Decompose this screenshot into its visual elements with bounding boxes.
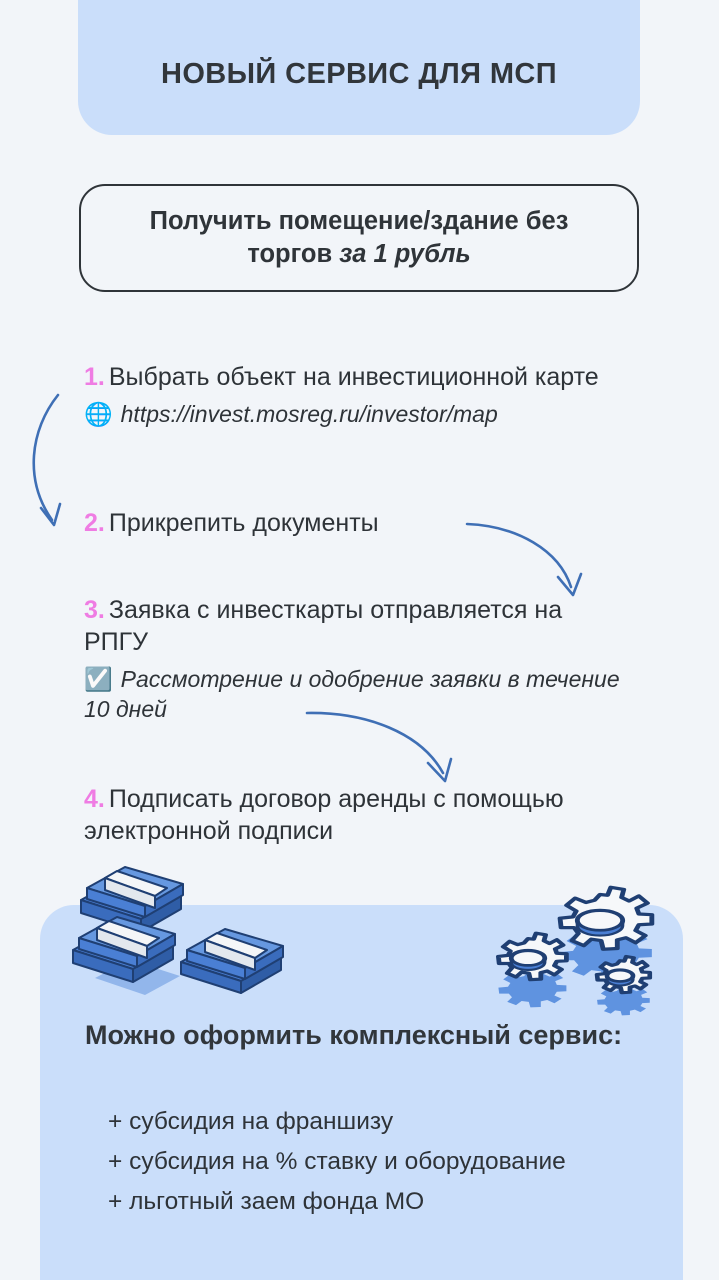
step-item-3: 3.Заявка с инвесткарты отправляется на Р…: [84, 594, 629, 725]
step-4-text: Подписать договор аренды с помощью элект…: [84, 785, 564, 845]
list-item: + субсидия на % ставку и оборудование: [108, 1147, 566, 1175]
gears-illustration: [483, 853, 703, 1016]
step-2-number: 2.: [84, 509, 105, 537]
step-4-number: 4.: [84, 785, 105, 813]
step-4-line: 4.Подписать договор аренды с помощью эле…: [84, 783, 629, 847]
step-item-2: 2.Прикрепить документы: [84, 507, 629, 539]
step-3-line: 3.Заявка с инвесткарты отправляется на Р…: [84, 594, 629, 658]
step-1-text: Выбрать объект на инвестиционной карте: [108, 363, 599, 391]
header-panel: [78, 0, 640, 135]
step-item-1: 1.Выбрать объект на инвестиционной карте…: [84, 361, 629, 429]
step-3-text: Заявка с инвесткарты отправляется на РПГ…: [84, 596, 563, 656]
step-item-4: 4.Подписать договор аренды с помощью эле…: [84, 783, 629, 847]
step-1-line: 1.Выбрать объект на инвестиционной карте: [84, 361, 629, 393]
subtitle-box: Получить помещение/здание без торгов за …: [79, 184, 639, 292]
list-item: + субсидия на франшизу: [108, 1108, 394, 1135]
step-2-line: 2.Прикрепить документы: [84, 507, 629, 539]
globe-icon: 🌐: [84, 401, 113, 427]
checkbox-icon: ☑️: [84, 666, 113, 692]
step-1-number: 1.: [84, 363, 105, 391]
subtitle-text: Получить помещение/здание без торгов за …: [134, 205, 585, 270]
step-3-sub: ☑️Рассмотрение и одобрение заявки в тече…: [84, 664, 629, 725]
subtitle-line-2-emphasis: за 1 рубль: [339, 240, 471, 268]
step-3-note: Рассмотрение и одобрение заявки в течени…: [84, 666, 620, 723]
subtitle-line-1: Получить помещение/здание без: [149, 207, 569, 236]
step-2-text: Прикрепить документы: [108, 509, 379, 537]
bottom-heading: Можно оформить комплексный сервис:: [85, 1020, 623, 1050]
step-1-sub: 🌐 https://invest.mosreg.ru/investor/map: [84, 399, 629, 429]
step-3-number: 3.: [84, 596, 105, 624]
money-stacks-illustration: [72, 866, 284, 995]
page-title: НОВЫЙ СЕРВИС ДЛЯ МСП: [160, 58, 557, 90]
bottom-list: + субсидия на франшизу + субсидия на % с…: [108, 1102, 668, 1222]
step-1-url[interactable]: https://invest.mosreg.ru/investor/map: [120, 401, 498, 427]
list-item: + льготный заем фонда МО: [108, 1187, 425, 1215]
subtitle-line-2-regular: торгов: [247, 240, 340, 268]
